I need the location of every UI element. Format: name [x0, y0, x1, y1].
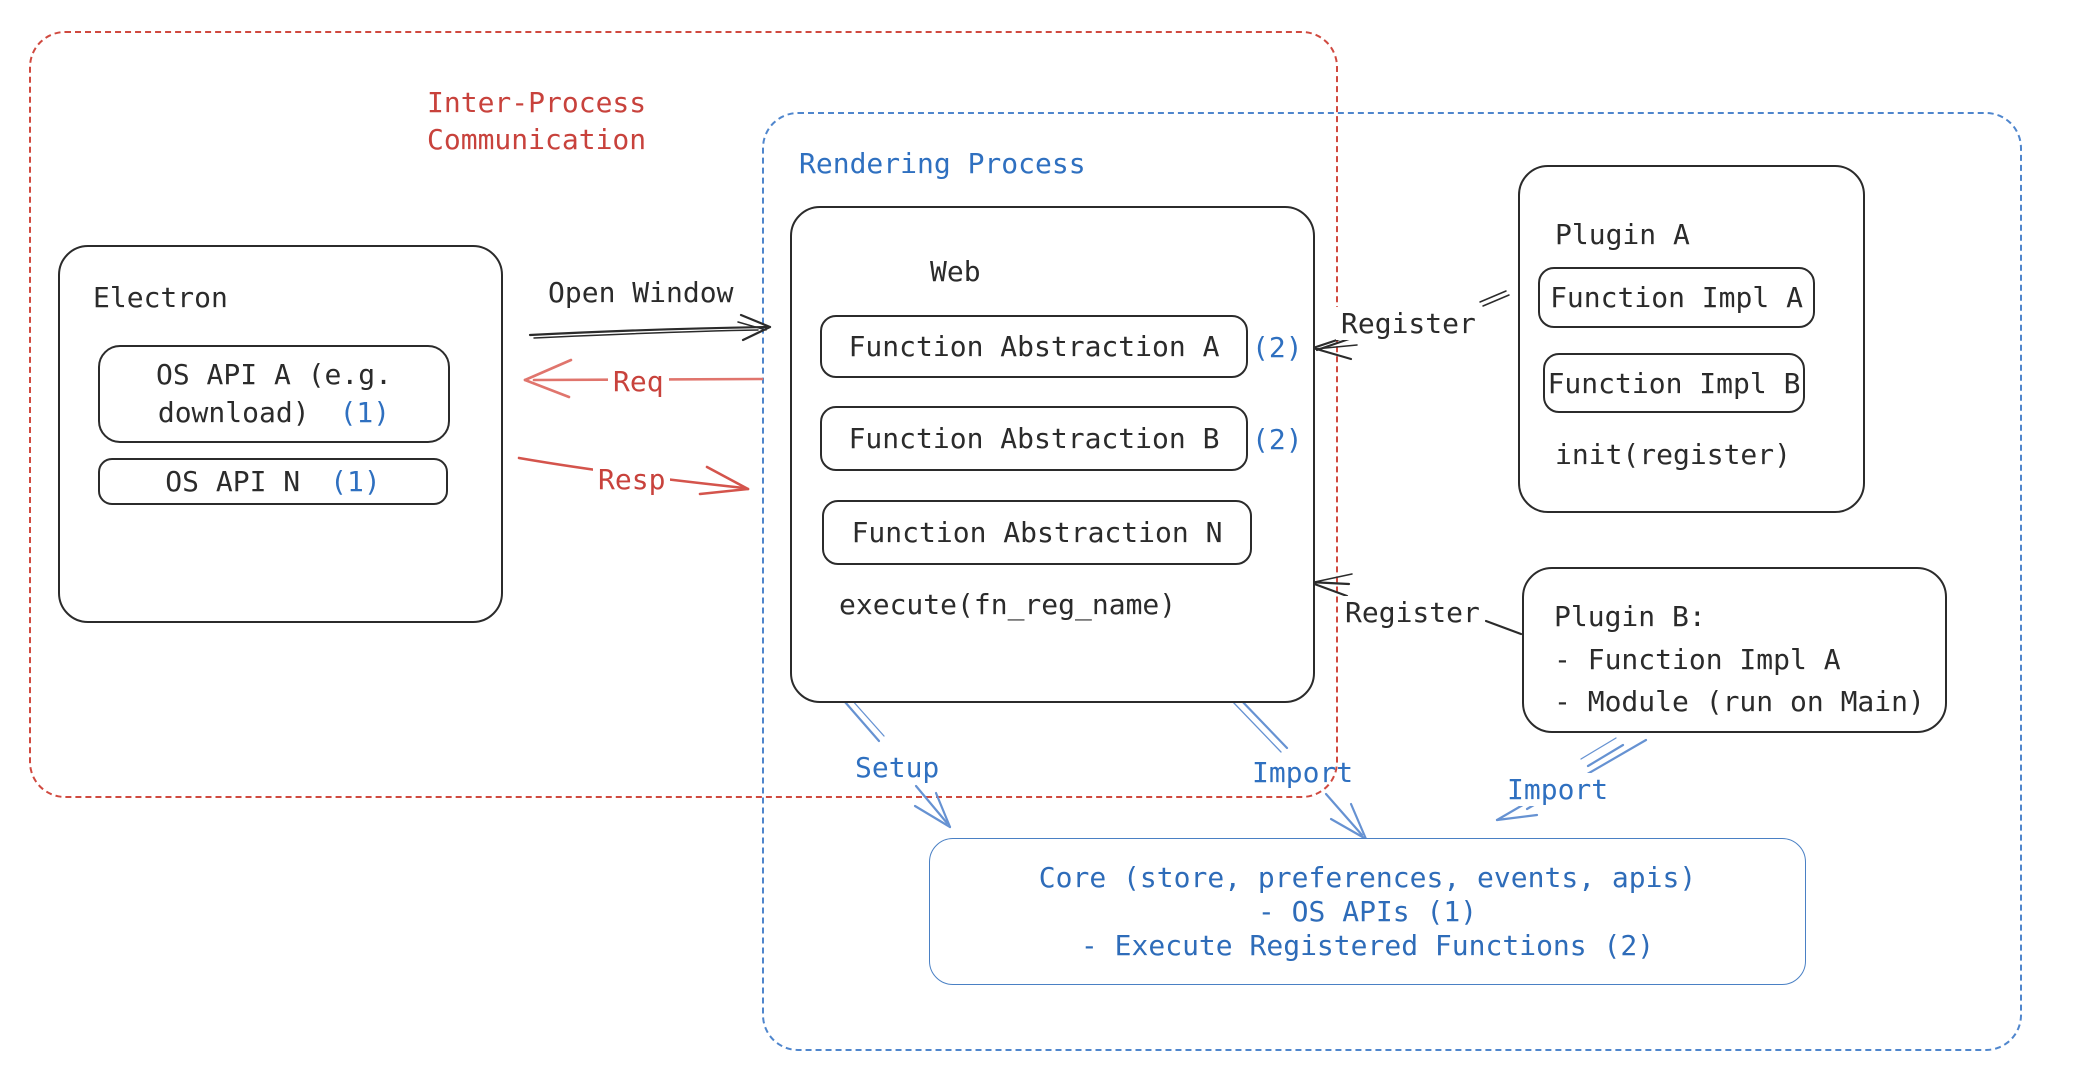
ipc-region-outline [29, 31, 1338, 798]
req-label: Req [608, 365, 669, 398]
plugin-b-item-function-impl-a: - Function Impl A [1554, 642, 1841, 676]
core-item-os-apis: - OS APIs (1) [1257, 894, 1478, 928]
function-abstraction-a-box: Function Abstraction A [820, 315, 1248, 378]
function-impl-a-box: Function Impl A [1538, 267, 1815, 328]
setup-arrow [843, 698, 952, 829]
register-bottom-label: Register [1340, 596, 1485, 629]
function-abstraction-a-badge: (2) [1252, 331, 1303, 364]
function-abstraction-b-box: Function Abstraction B [820, 406, 1248, 471]
import-web-arrow [1231, 695, 1368, 841]
rendering-process-label: Rendering Process [799, 147, 1086, 180]
ipc-region-label: Inter-Process Communication [427, 86, 647, 156]
import-web-label: Import [1252, 756, 1354, 789]
core-title: Core (store, preferences, events, apis) [1038, 860, 1697, 894]
os-api-n-label: OS API N [165, 465, 301, 498]
import-plugin-b-label: Import [1502, 773, 1614, 806]
os-api-n-badge: (1) [330, 465, 381, 498]
plugin-b-item-module: - Module (run on Main) [1554, 685, 1925, 718]
web-title: Web [930, 255, 981, 288]
os-api-a-line2: download)(1) [157, 396, 391, 429]
electron-title: Electron [93, 281, 228, 314]
os-api-a-box: OS API A (e.g. download)(1) [98, 345, 450, 443]
rendering-process-region-outline [762, 112, 2022, 1051]
core-item-execute-registered: - Execute Registered Functions (2) [1080, 928, 1655, 962]
function-abstraction-b-badge: (2) [1252, 423, 1303, 456]
core-box: Core (store, preferences, events, apis) … [929, 838, 1806, 985]
setup-label: Setup [855, 751, 940, 784]
register-bottom-arrow [1307, 573, 1523, 636]
open-window-arrow [528, 313, 772, 342]
init-register-label: init(register) [1555, 438, 1792, 471]
os-api-a-line1: OS API A (e.g. [155, 358, 392, 391]
plugin-a-title: Plugin A [1555, 218, 1690, 251]
os-api-a-badge: (1) [339, 396, 391, 429]
plugin-b-title: Plugin B: [1554, 600, 1706, 633]
function-impl-b-box: Function Impl B [1543, 353, 1805, 413]
register-top-label: Register [1336, 307, 1481, 340]
plugin-b-box: Plugin B: - Function Impl A - Module (ru… [1522, 567, 1947, 733]
open-window-label: Open Window [548, 276, 734, 309]
resp-label: Resp [593, 463, 671, 496]
plugin-a-box [1518, 165, 1865, 513]
function-abstraction-n-box: Function Abstraction N [822, 500, 1252, 565]
execute-call-label: execute(fn_reg_name) [839, 588, 1177, 621]
os-api-n-box: OS API N (1) [98, 458, 448, 505]
